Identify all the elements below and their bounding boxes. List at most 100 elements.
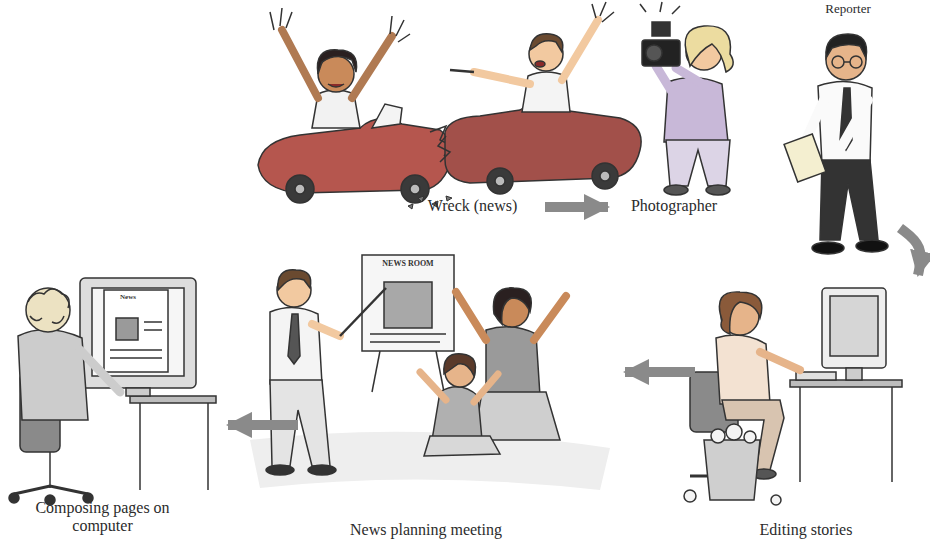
woman-driver-part (270, 8, 292, 30)
composing-scene-part (9, 493, 19, 503)
right-car-part (487, 168, 513, 194)
scene-node: Composing pages on computer (0, 255, 228, 541)
scene-caption: Composing pages on computer (20, 499, 185, 536)
photographer-figure-part (640, 2, 680, 14)
right-car-part (495, 176, 505, 186)
photographer-figure-part (664, 185, 688, 195)
scene-caption: Photographer (608, 197, 740, 215)
meeting-scene-part (424, 436, 500, 456)
left-car-part (410, 184, 420, 194)
editing-scene-part (790, 380, 902, 387)
right-car-part (438, 136, 450, 162)
woman-driver-part (352, 36, 392, 98)
meeting-scene-part (266, 465, 294, 475)
composing-scene-part (110, 349, 162, 351)
composing-scene-part (80, 350, 120, 392)
photographer-figure-part (666, 140, 730, 186)
reporter-figure-part (812, 242, 844, 254)
man-driver (450, 2, 614, 112)
woman-driver-part (328, 84, 344, 87)
composing-scene-part (110, 357, 162, 359)
composing-scene-part (18, 329, 88, 420)
editing-scene-part (744, 431, 756, 443)
photographer-figure (640, 2, 733, 195)
board-heading: NEWS ROOM (366, 260, 450, 268)
editing-scene (684, 288, 902, 505)
scene-caption: News planning meeting (326, 521, 526, 539)
man-driver-part (450, 70, 474, 72)
left-car-part (401, 175, 429, 203)
photographer-figure-part (706, 185, 730, 195)
editing-scene-part (822, 288, 886, 368)
composing-scene-part (144, 321, 162, 323)
editing-scene-part (846, 368, 862, 380)
meeting-scene-part (370, 333, 446, 335)
scene-caption: Editing stories (731, 521, 881, 539)
meeting-scene-part (270, 380, 330, 466)
composing-scene-part (49, 452, 51, 488)
scene-caption: Wreck (news) (400, 197, 545, 215)
flow-arrow (625, 367, 695, 377)
meeting-scene-part (384, 282, 432, 328)
flow-arrow (228, 420, 298, 430)
photographer-figure-part (642, 40, 680, 66)
composing-scene-part (92, 288, 184, 376)
composing-scene-part (26, 288, 70, 332)
meeting-scene-part (370, 341, 440, 343)
editing-scene-part (760, 352, 800, 370)
meeting-scene-part (270, 307, 322, 384)
editing-scene-part (719, 292, 761, 334)
composing-scene-part (14, 486, 88, 494)
meeting-scene-part (312, 324, 340, 336)
reporter-figure-part (842, 100, 868, 146)
meeting-scene-part (278, 270, 311, 290)
meeting-scene-part (456, 292, 566, 340)
scene-node: Photographer (608, 0, 740, 215)
scene-node: Editing stories (695, 275, 930, 541)
reporter-figure-part (826, 34, 867, 58)
scene-node: News planning meeting (298, 245, 625, 541)
editing-scene-part (726, 424, 742, 440)
composing-scene-part (130, 396, 216, 403)
flow-arrow (900, 228, 921, 275)
photographer-figure-part (652, 22, 670, 36)
left-car-part (286, 175, 314, 203)
editing-scene-part (771, 495, 781, 505)
photographer-figure-part (646, 45, 662, 61)
woman-driver-part (390, 16, 410, 42)
reporter-figure-part (856, 240, 888, 252)
editing-scene-part (684, 490, 696, 502)
reporter-figure (784, 34, 888, 254)
reporter-figure-part (844, 61, 850, 63)
reporter-figure-part (850, 56, 862, 68)
composing-scene-part (139, 403, 141, 490)
left-car-part (295, 184, 305, 194)
meeting-scene-part (362, 255, 454, 351)
debris-part (408, 204, 413, 209)
woman-driver-part (282, 30, 318, 98)
editing-scene-part (711, 429, 725, 443)
editing-scene-part (830, 296, 878, 356)
composing-scene-part (207, 403, 209, 490)
composing-scene-part (144, 329, 162, 331)
meeting-scene-part (288, 314, 300, 364)
reporter-figure-part (818, 81, 872, 164)
right-car-part (600, 171, 610, 181)
composing-scene (9, 278, 216, 505)
reporter-figure-part (832, 56, 844, 68)
composing-scene-part (116, 318, 138, 340)
man-driver-part (535, 61, 545, 67)
right-car-part (592, 163, 618, 189)
editing-scene-part (704, 440, 760, 500)
left-car-part (372, 104, 402, 128)
woman-driver-part (317, 50, 356, 74)
reporter-figure-part (806, 100, 824, 140)
editing-scene-part (891, 387, 893, 482)
meeting-scene (250, 255, 610, 490)
editing-scene-part (716, 335, 770, 404)
meeting-scene-part (474, 392, 560, 440)
composing-scene-part (28, 289, 69, 323)
